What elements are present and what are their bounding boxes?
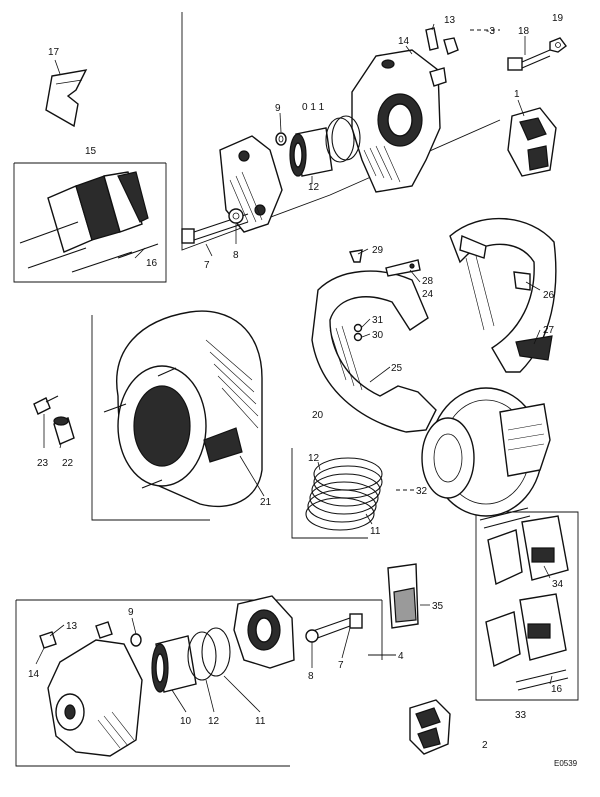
callout-12-upper: 12 [308, 182, 320, 193]
hub-21 [103, 310, 263, 508]
callout-7-upper: 7 [204, 260, 210, 271]
lock-washer-8-lower [305, 629, 319, 643]
caliper-assembly-1 [507, 107, 557, 177]
callout-29: 29 [372, 245, 384, 256]
screws-30-31 [353, 323, 363, 342]
callout-23: 23 [37, 458, 49, 469]
caliper-body-upper [351, 49, 447, 193]
caliper-half-outer-lower [233, 595, 295, 669]
lower-caliper-frame [15, 600, 290, 767]
seal-group-frame [291, 448, 368, 539]
caliper-assembly-2 [409, 699, 451, 755]
hub-group-frame [91, 315, 210, 521]
clip-27 [515, 335, 553, 361]
callout-3: -3 [486, 26, 495, 37]
callout-4: 4 [398, 651, 404, 662]
washer-9-lower [130, 633, 142, 647]
seal-rings-11-12-lower [187, 627, 231, 681]
callout-26: 26 [543, 290, 555, 301]
leader-lines [35, 23, 553, 713]
callout-28: 28 [422, 276, 434, 287]
seal-ring-11-upper [325, 115, 361, 163]
bolt-23 [33, 395, 59, 415]
callout-7-lower: 7 [338, 660, 344, 671]
callout-15: 15 [85, 146, 97, 157]
callout-8-lower: 8 [308, 671, 314, 682]
dust-shield-26 [449, 217, 557, 373]
caliper-body-lower [47, 639, 143, 757]
callout-18: 18 [518, 26, 530, 37]
bleed-screw-13-lower [39, 621, 113, 649]
pad-35 [387, 563, 419, 629]
figure-code: E0539 [554, 759, 578, 768]
callout-10: 10 [180, 716, 192, 727]
callout-9-lower: 9 [128, 607, 134, 618]
callout-12-middle: 12 [308, 453, 320, 464]
brake-pads-34 [479, 507, 569, 691]
piston-10-lower [151, 635, 197, 693]
callout-19: 19 [552, 13, 564, 24]
callout-31: 31 [372, 315, 384, 326]
bolt-18 [507, 49, 551, 71]
pad-set-frame [475, 511, 579, 701]
callout-17: 17 [48, 47, 60, 58]
callout-24: 24 [422, 289, 434, 300]
callout-11-middle: 11 [370, 526, 381, 537]
callout-16-upper: 16 [146, 258, 158, 269]
callout-32: 32 [416, 486, 428, 497]
callout-8-upper: 8 [233, 250, 239, 261]
callout-30: 30 [372, 330, 384, 341]
callout-13-upper: 13 [444, 15, 456, 26]
callout-2: 2 [482, 740, 488, 751]
callout-9-upper: 9 [275, 103, 281, 114]
shim-17 [45, 69, 88, 128]
callout-12-lower: 12 [208, 716, 220, 727]
piston-12-upper [289, 127, 333, 177]
callout-11-lower: 11 [255, 716, 266, 727]
lock-washer-8-upper [228, 208, 244, 224]
callout-34: 34 [552, 579, 564, 590]
callout-14-lower: 14 [28, 669, 40, 680]
bleed-screw-13 [425, 27, 459, 55]
screw-29 [349, 249, 363, 263]
washer-9-upper [275, 132, 287, 146]
callout-16-lower: 16 [551, 684, 563, 695]
bush-22 [53, 416, 75, 445]
callout-25: 25 [391, 363, 403, 374]
callout-35: 35 [432, 601, 444, 612]
callout-1: 1 [514, 89, 520, 100]
brake-pad-set-15 [19, 171, 159, 273]
brake-disc-32 [421, 387, 551, 517]
callout-11-upper: 0 1 1 [302, 102, 325, 113]
callout-21: 21 [260, 497, 272, 508]
callout-27: 27 [543, 325, 555, 336]
pad-kit-frame [13, 163, 167, 283]
nut-19 [549, 37, 567, 53]
callout-14-upper: 14 [398, 36, 410, 47]
callout-20: 20 [312, 410, 324, 421]
callout-13-lower: 13 [66, 621, 78, 632]
dust-boot-bellows [305, 457, 383, 531]
clip-28 [385, 259, 421, 277]
callout-22: 22 [62, 458, 74, 469]
dust-shield-20 [311, 270, 437, 433]
callout-33: 33 [515, 710, 527, 721]
